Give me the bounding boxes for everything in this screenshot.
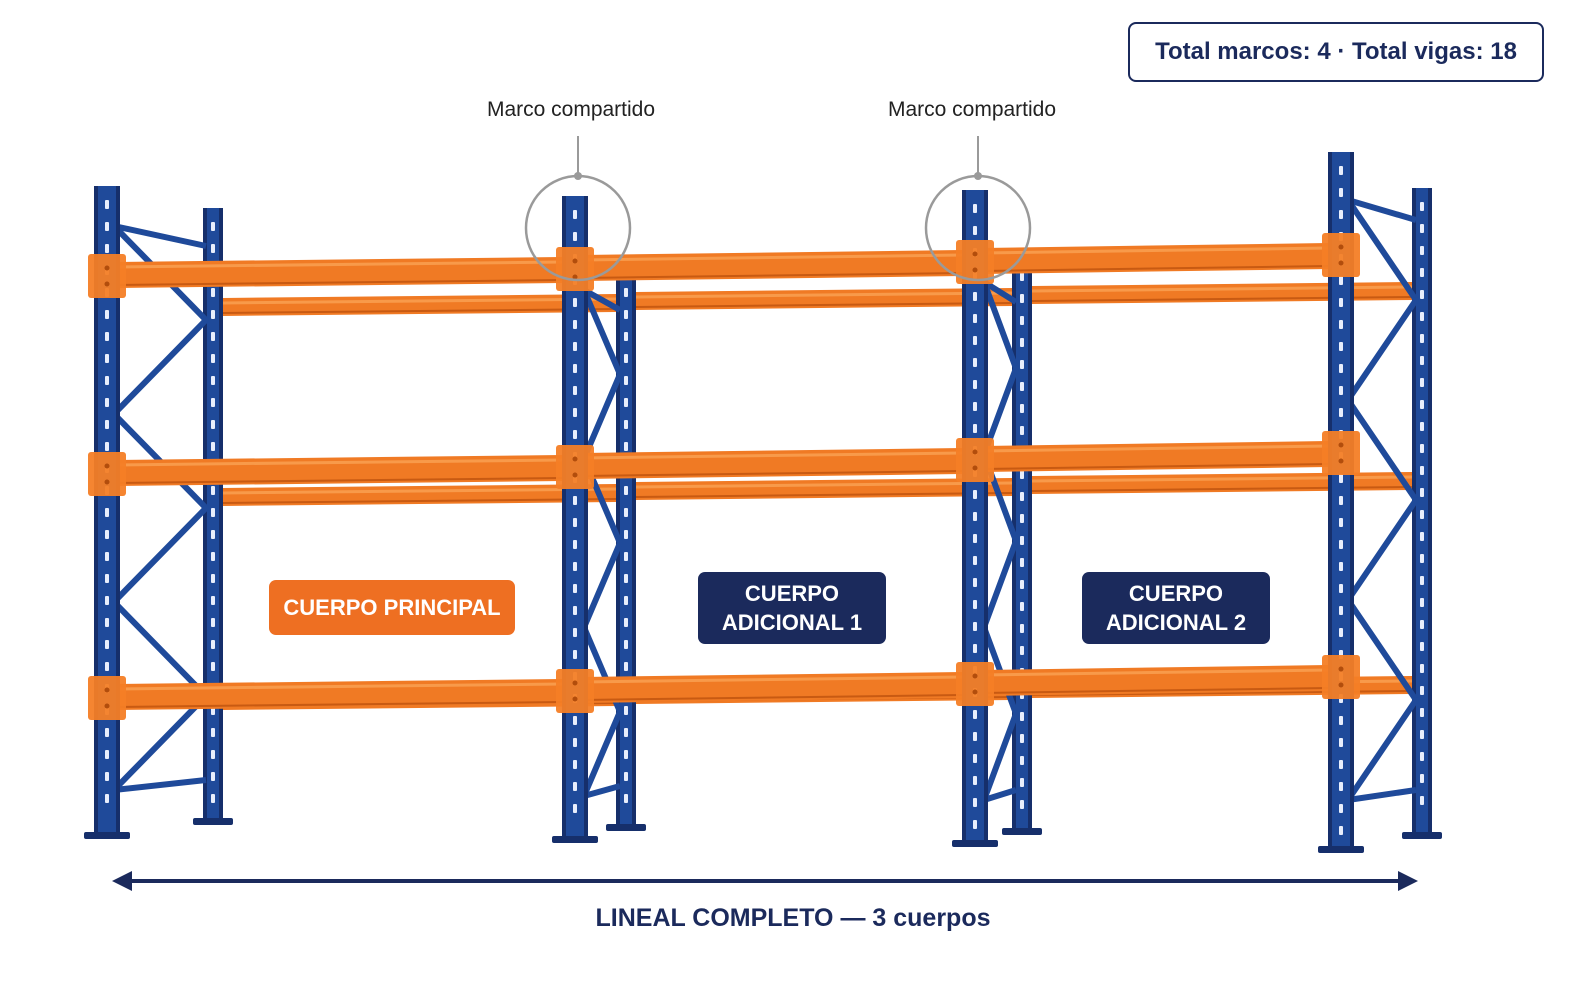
shared-frame-label-2: Marco compartido — [887, 98, 1057, 121]
front-beam-bay1-level3 — [113, 679, 563, 710]
upright-base-plate — [606, 824, 646, 831]
front-beam-bay1-level1 — [113, 257, 563, 288]
total-summary-box: Total marcos: 4 · Total vigas: 18 — [1128, 22, 1544, 82]
front-beam-bay3-level3 — [981, 665, 1329, 696]
total-summary-text: Total marcos: 4 · Total vigas: 18 — [1155, 38, 1517, 65]
front-beam-bay2-level1 — [581, 250, 963, 281]
front-beams-layer — [113, 243, 1329, 710]
front-beam-bay3-level1 — [981, 243, 1329, 274]
beam-connector-2-2 — [556, 445, 594, 489]
body-additional-2-label: CUERPO ADICIONAL 2 — [1105, 581, 1247, 635]
front-beam-bay1-level2 — [113, 455, 563, 486]
beam-connector-1-3 — [88, 676, 126, 720]
beam-connector-3-1 — [956, 240, 994, 284]
rear-upright-4 — [1402, 188, 1442, 839]
beam-connector-4-2 — [1322, 431, 1360, 475]
beam-connector-4-3 — [1322, 655, 1360, 699]
beam-connector-3-2 — [956, 438, 994, 482]
beam-connector-1-1 — [88, 254, 126, 298]
dimension-arrow — [112, 871, 1418, 891]
shared-frame-circle-1 — [524, 174, 632, 282]
footer-caption: LINEAL COMPLETO — 3 cuerpos — [0, 904, 1586, 933]
upright-base-plate — [84, 832, 130, 839]
beam-connector-3-3 — [956, 662, 994, 706]
front-beam-bay2-level2 — [581, 448, 963, 479]
frame-brace-1 — [111, 223, 209, 793]
rear-beam-bay1-level2 — [222, 484, 617, 506]
body-main-label: CUERPO PRINCIPAL — [283, 595, 501, 620]
callout-marks-layer — [524, 136, 1032, 282]
upright-base-plate — [1402, 832, 1442, 839]
frame-braces-layer — [111, 197, 1419, 803]
shared-frame-callout-2: Marco compartido — [852, 98, 1092, 122]
body-additional-1-badge: CUERPO ADICIONAL 1 — [698, 572, 886, 644]
shared-frame-label-1: Marco compartido — [486, 98, 656, 121]
dimension-arrow-right-icon — [1398, 871, 1418, 891]
upright-base-plate — [193, 818, 233, 825]
rear-beam-bay3-level1 — [1031, 282, 1413, 304]
body-main-badge: CUERPO PRINCIPAL — [269, 580, 515, 635]
shared-frame-circle-2 — [924, 174, 1032, 282]
beam-connector-1-2 — [88, 452, 126, 496]
front-beam-bay2-level3 — [581, 672, 963, 703]
footer-count-label: 3 cuerpos — [872, 904, 991, 932]
upright-base-plate — [952, 840, 998, 847]
front-beam-bay3-level2 — [981, 441, 1329, 472]
footer-dash: — — [840, 904, 866, 932]
body-additional-1-label: CUERPO ADICIONAL 1 — [721, 581, 863, 635]
rear-beam-bay2-level2 — [635, 478, 1013, 500]
frame-brace-3 — [981, 279, 1019, 803]
front-frame-layer — [84, 152, 1364, 853]
beam-connector-2-3 — [556, 669, 594, 713]
upright-base-plate — [1318, 846, 1364, 853]
dimension-arrow-left-icon — [112, 871, 132, 891]
shared-frame-callout-1: Marco compartido — [451, 98, 691, 122]
front-upright-2 — [552, 196, 598, 843]
frame-brace-4 — [1345, 197, 1419, 803]
beam-connector-4-1 — [1322, 233, 1360, 277]
rear-beams-layer — [222, 282, 1413, 710]
frame-brace-2 — [581, 287, 623, 799]
footer-main-label: LINEAL COMPLETO — [595, 904, 834, 932]
beam-connector-2-1 — [556, 247, 594, 291]
body-additional-2-badge: CUERPO ADICIONAL 2 — [1082, 572, 1270, 644]
rear-beam-bay1-level1 — [222, 294, 617, 316]
upright-base-plate — [552, 836, 598, 843]
rear-beam-bay3-level2 — [1031, 472, 1413, 494]
rear-beam-bay2-level1 — [635, 288, 1013, 310]
upright-base-plate — [1002, 828, 1042, 835]
